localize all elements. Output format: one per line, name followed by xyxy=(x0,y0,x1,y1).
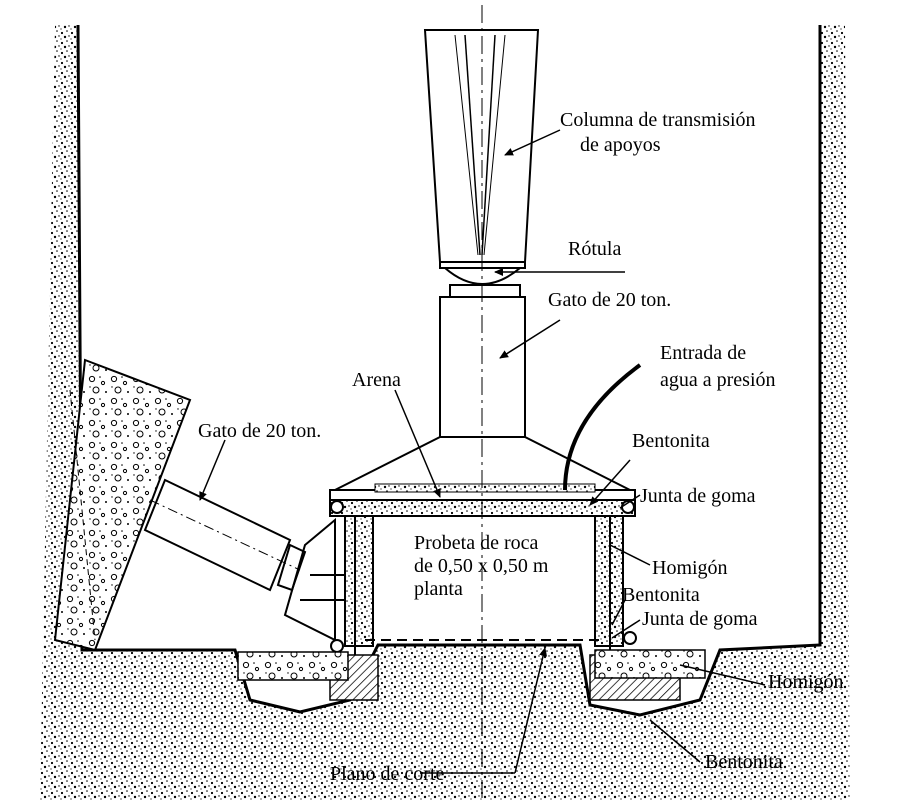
inclined-jack xyxy=(143,478,355,642)
leader-lines xyxy=(199,129,766,774)
label-bentonita-3: Bentonita xyxy=(705,751,783,773)
label-columna-1: Columna de transmisión xyxy=(560,109,756,131)
label-probeta-2: de 0,50 x 0,50 m xyxy=(414,555,549,577)
left-foot-concrete xyxy=(237,651,349,681)
label-gato-vertical: Gato de 20 ton. xyxy=(548,289,671,311)
label-rotula: Rótula xyxy=(568,238,621,260)
label-arena: Arena xyxy=(352,369,401,391)
reaction-block xyxy=(53,358,192,652)
label-entrada-1: Entrada de xyxy=(660,342,746,364)
water-pipe xyxy=(563,363,642,491)
label-hormigon-1: Homigón xyxy=(652,557,728,579)
label-columna-2: de apoyos xyxy=(580,134,661,156)
left-frame xyxy=(329,515,379,701)
label-bentonita-1: Bentonita xyxy=(632,430,710,452)
label-junta-goma-1: Junta de goma xyxy=(640,485,756,507)
label-bentonita-2: Bentonita xyxy=(622,584,700,606)
label-probeta-3: planta xyxy=(414,578,463,600)
label-probeta-1: Probeta de roca xyxy=(414,532,539,554)
right-frame xyxy=(589,515,706,701)
label-junta-goma-2: Junta de goma xyxy=(642,608,758,630)
label-gato-inclinado: Gato de 20 ton. xyxy=(198,420,321,442)
label-plano-corte: Plano de corte xyxy=(330,763,445,785)
label-entrada-2: agua a presión xyxy=(660,369,776,391)
label-hormigon-2: Homigón xyxy=(768,671,844,693)
